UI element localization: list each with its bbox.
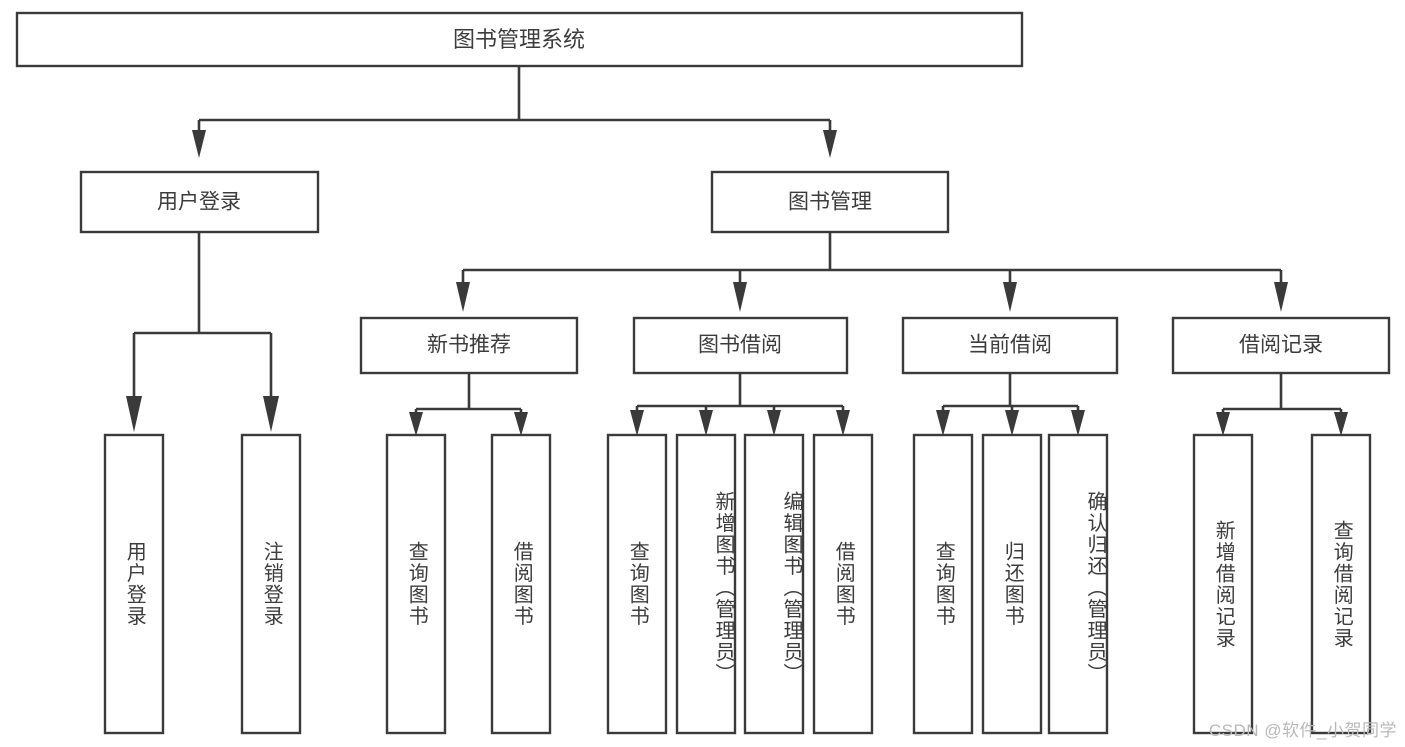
node-box-current-borrow[interactable] — [901, 316, 1119, 375]
node-borrow-record[interactable]: 借阅记录 — [1171, 316, 1391, 375]
arrow-cb-leaf-2 — [1005, 410, 1019, 436]
connectors-root — [192, 66, 837, 158]
arrow-bb-leaf-4 — [836, 410, 850, 436]
node-box-leaf-br-1[interactable] — [1192, 433, 1254, 735]
arrow-cb-leaf-3 — [1071, 410, 1085, 436]
node-label-borrow-record: 借阅记录 — [1239, 334, 1323, 357]
connectors-current-borrow — [936, 373, 1085, 436]
node-box-leaf-cb-3[interactable] — [1047, 433, 1109, 735]
node-root-system[interactable]: 图书管理系统 — [15, 11, 1024, 68]
arrow-bm-to-new-book — [456, 282, 470, 312]
node-box-leaf-user-login-1[interactable] — [103, 433, 165, 735]
node-box-root[interactable] — [15, 11, 1024, 68]
connectors-user-login — [126, 232, 279, 432]
node-box-leaf-cb-2[interactable] — [981, 433, 1043, 735]
node-box-book-borrow[interactable] — [632, 316, 849, 375]
node-box-leaf-br-2[interactable] — [1310, 433, 1372, 735]
arrow-bm-to-record — [1274, 282, 1288, 312]
arrow-nbr-leaf-2 — [514, 412, 528, 436]
connectors-new-book-recommend — [409, 373, 528, 436]
node-label-new-book-recommend: 新书推荐 — [427, 334, 511, 357]
arrow-br-leaf-1 — [1216, 412, 1230, 436]
node-box-new-book-recommend[interactable] — [359, 316, 579, 375]
node-box-leaf-bb-2[interactable] — [675, 433, 737, 735]
arrow-br-leaf-2 — [1334, 412, 1348, 436]
arrow-bb-leaf-2 — [699, 410, 713, 436]
arrow-cb-leaf-1 — [936, 410, 950, 436]
node-user-login[interactable]: 用户登录 — [79, 170, 320, 234]
node-label-root: 图书管理系统 — [453, 27, 585, 52]
node-box-leaf-cb-1[interactable] — [912, 433, 974, 735]
node-new-book-recommend[interactable]: 新书推荐 — [359, 316, 579, 375]
arrow-bm-to-current — [1003, 282, 1017, 312]
arrow-bm-to-borrow — [733, 282, 747, 312]
node-box-borrow-record[interactable] — [1171, 316, 1391, 375]
arrow-bb-leaf-1 — [630, 410, 644, 436]
node-box-leaf-nbr-1[interactable] — [385, 433, 447, 735]
node-box-user-login[interactable] — [79, 170, 320, 234]
node-box-book-management[interactable] — [710, 170, 950, 234]
node-label-book-management: 图书管理 — [788, 191, 872, 214]
node-current-borrow[interactable]: 当前借阅 — [901, 316, 1119, 375]
node-box-leaf-bb-4[interactable] — [812, 433, 874, 735]
arrow-root-to-user-login — [192, 130, 206, 158]
watermark-text: CSDN @软件_小贺同学 — [1208, 721, 1397, 740]
connectors-book-borrow — [630, 373, 850, 436]
node-book-management[interactable]: 图书管理 — [710, 170, 950, 234]
arrow-bb-leaf-3 — [767, 410, 781, 436]
arrow-user-login-leaf-2 — [263, 396, 279, 432]
node-box-leaf-bb-3[interactable] — [743, 433, 805, 735]
node-label-current-borrow: 当前借阅 — [968, 334, 1052, 357]
node-label-book-borrow: 图书借阅 — [698, 334, 782, 357]
node-box-leaf-nbr-2[interactable] — [490, 433, 552, 735]
arrow-user-login-leaf-1 — [126, 396, 142, 432]
node-box-leaf-user-login-2[interactable] — [240, 433, 302, 735]
arrow-root-to-book-mgmt — [823, 130, 837, 158]
node-book-borrow[interactable]: 图书借阅 — [632, 316, 849, 375]
node-label-user-login: 用户登录 — [157, 191, 241, 214]
connectors-book-mgmt — [456, 232, 1288, 312]
node-box-leaf-bb-1[interactable] — [606, 433, 668, 735]
connectors-borrow-record — [1216, 373, 1348, 436]
arrow-nbr-leaf-1 — [409, 412, 423, 436]
